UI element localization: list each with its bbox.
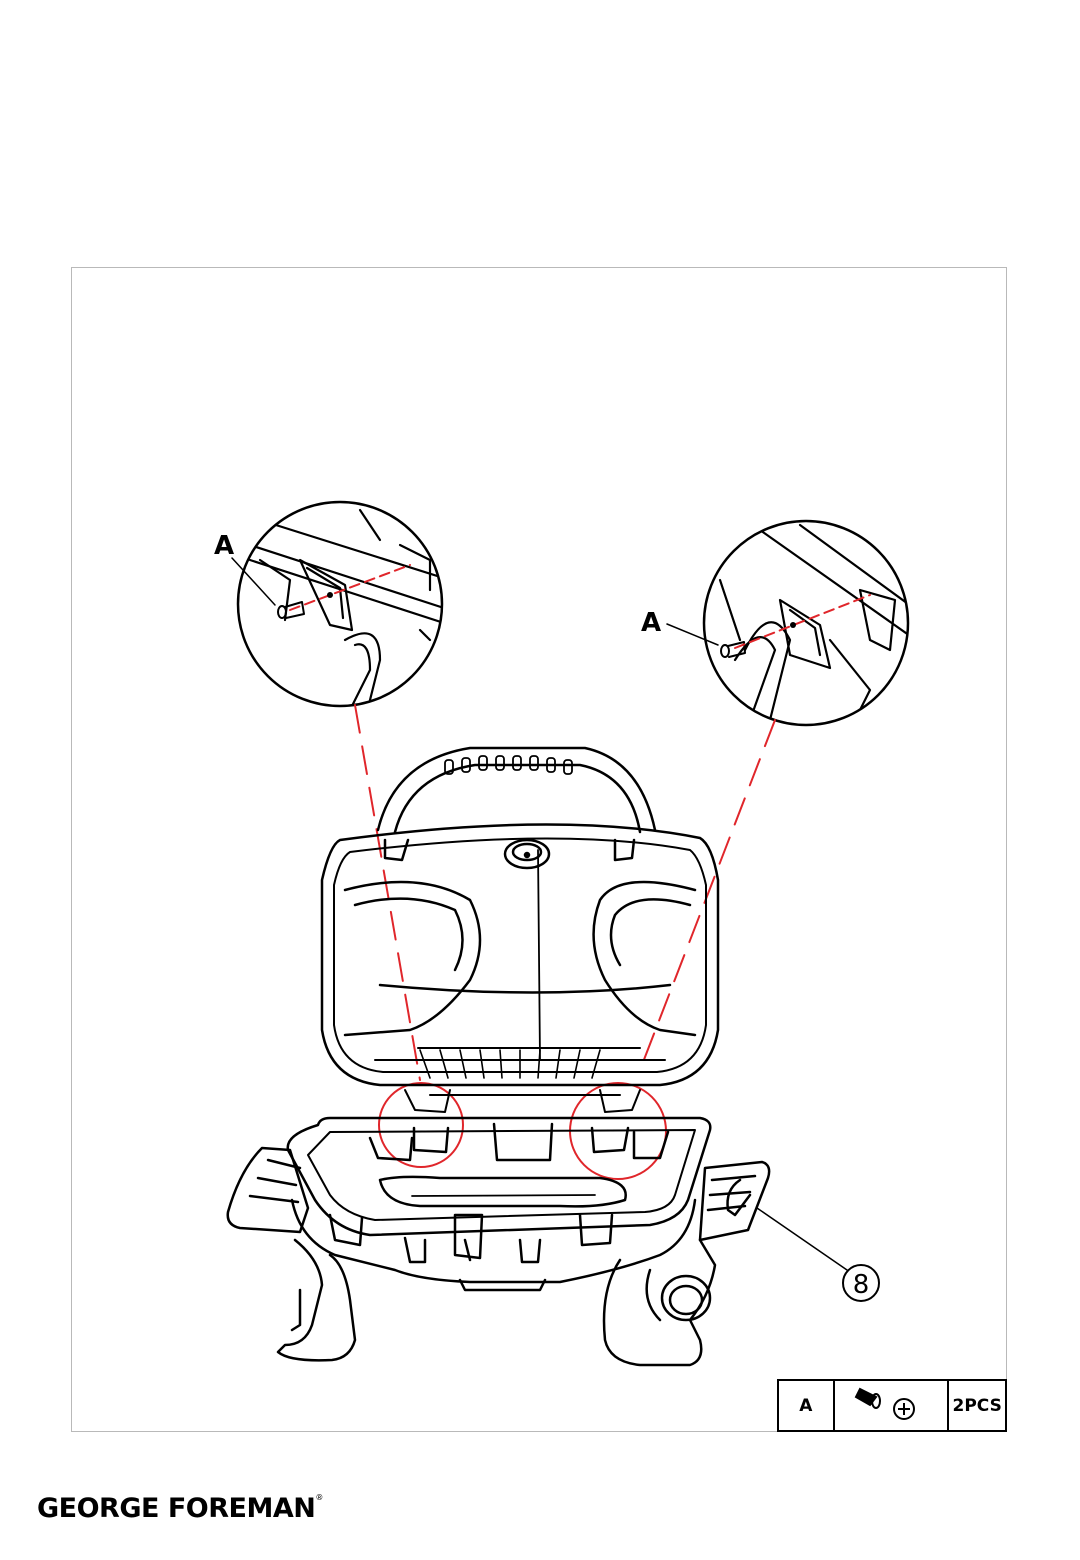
grill-base (288, 1118, 711, 1290)
phillips-screw-icon (834, 1380, 949, 1431)
grill-lid-handle (378, 748, 655, 832)
hinge-area (405, 1090, 640, 1112)
right-leg (604, 1162, 769, 1365)
guide-line-left (355, 705, 420, 1080)
screw-label-left: A (214, 531, 234, 561)
brand-trademark: ® (315, 1493, 323, 1502)
guide-line-right (640, 720, 775, 1070)
right-detail-view (667, 521, 930, 730)
grill-lid (322, 824, 718, 1085)
brand-name: GEORGE FOREMAN (37, 1493, 315, 1524)
control-knob-icon (728, 1180, 751, 1215)
left-detail-view (232, 502, 450, 720)
brand-logo: GEORGE FOREMAN® (37, 1493, 323, 1524)
parts-table: A 2PCS (777, 1379, 1007, 1432)
parts-item-letter: A (778, 1380, 834, 1431)
screw-label-right: A (641, 608, 661, 638)
parts-quantity: 2PCS (948, 1380, 1006, 1431)
part-number-label: 8 (853, 1270, 870, 1300)
